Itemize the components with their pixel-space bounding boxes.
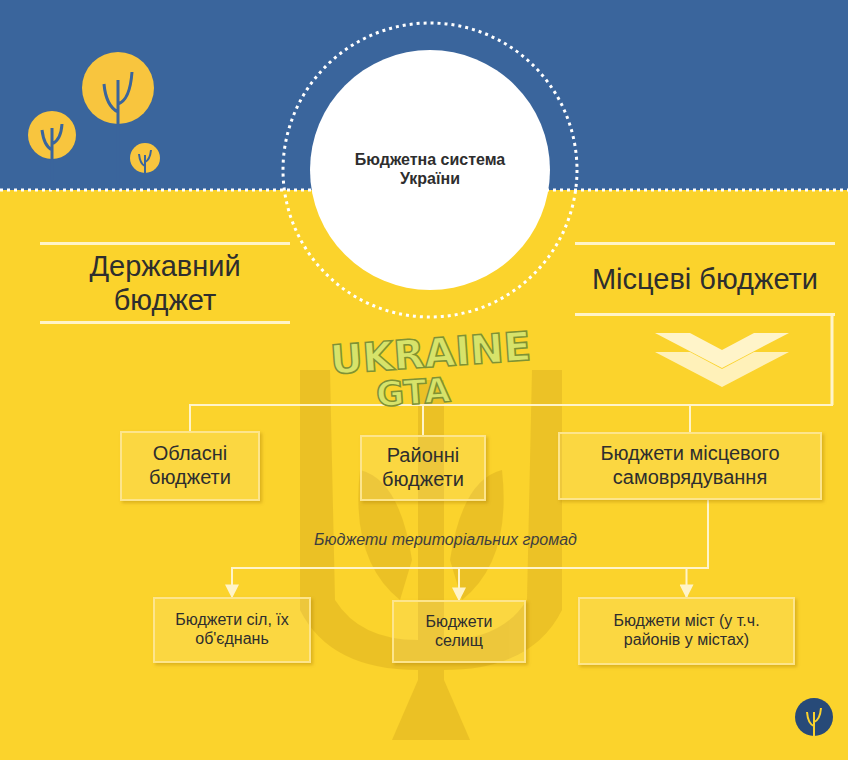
bracket-line <box>831 316 834 405</box>
connector-line <box>459 500 708 600</box>
node-text: Бюджетна система України <box>330 151 530 189</box>
connector-line <box>687 500 709 597</box>
connector-line <box>690 316 832 432</box>
budget-box: Бюджети міст (у т.ч. районів у містах) <box>578 597 795 665</box>
watermark: GTA <box>375 369 452 414</box>
group-label: Бюджети територіальних громад <box>314 531 577 549</box>
trees <box>28 52 833 760</box>
node-text: Районні бюджети <box>370 444 476 491</box>
trident-watermark <box>300 370 562 740</box>
node-text: Бюджети місцевого самоврядування <box>568 442 812 489</box>
node-text: Державний бюджет <box>50 249 280 317</box>
node-text: Обласні бюджети <box>130 442 250 489</box>
budget-box: Обласні бюджети <box>120 431 260 501</box>
chevrons <box>655 333 789 387</box>
budget-box: Бюджети місцевого самоврядування <box>558 432 822 500</box>
node-text: Місцеві бюджети <box>592 262 818 296</box>
node-text: Бюджети міст (у т.ч. районів у містах) <box>588 612 785 650</box>
node-text: Бюджети селищ <box>402 613 516 651</box>
node-text: Бюджети сіл, їх об'єднань <box>163 611 301 649</box>
root-circle: Бюджетна система України <box>310 50 550 290</box>
local-budgets-heading: Місцеві бюджети <box>575 242 835 316</box>
connector-line <box>232 500 708 597</box>
budget-box: Бюджети селищ <box>392 600 526 663</box>
state-budget-heading: Державний бюджет <box>40 242 290 324</box>
budget-box: Районні бюджети <box>360 435 486 501</box>
connector-line <box>190 316 832 431</box>
dotted-ring <box>283 23 577 317</box>
budget-box: Бюджети сіл, їх об'єднань <box>153 597 311 663</box>
